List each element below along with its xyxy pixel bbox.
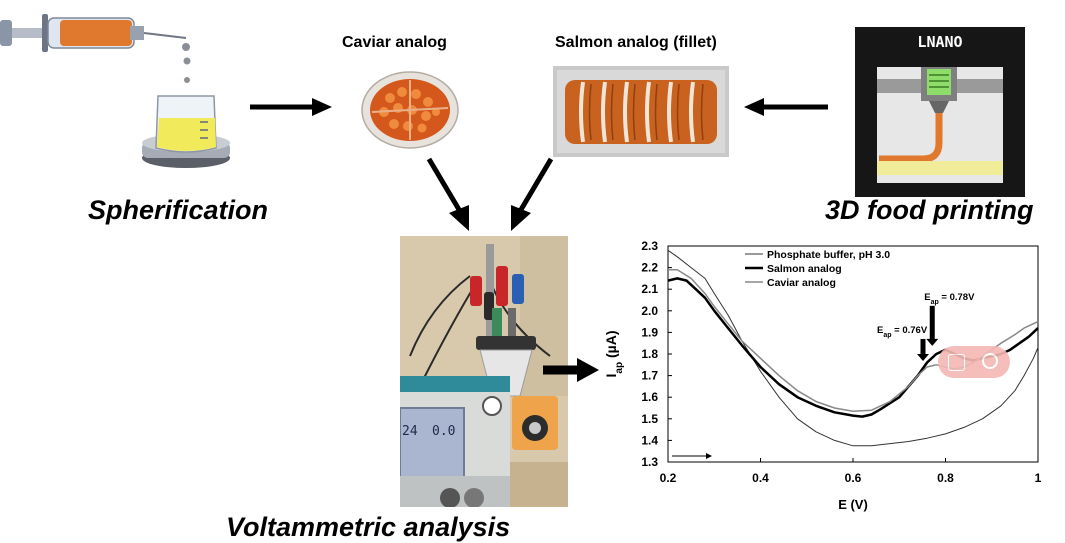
y-tick-label: 1.6 (641, 390, 658, 404)
voltammogram-chart: 0.2 0.4 0.6 0.8 1 1.3 1.4 1.5 1.6 1.7 1.8 1.9 2.0 2.1… (603, 239, 1042, 512)
syringe-icon (0, 14, 187, 52)
salmon-label: Salmon analog (fillet) (555, 34, 717, 51)
x-tick-label: 0.4 (752, 471, 769, 485)
peak-arrow (920, 338, 926, 355)
arrow-down-right-icon (426, 157, 469, 231)
x-tick-label: 0.8 (937, 471, 954, 485)
arrow-left-icon (744, 98, 828, 116)
3d-food-printing-label: 3D food printing (825, 195, 1034, 225)
caviar-label: Caviar analog (342, 34, 447, 51)
y-tick-label: 1.9 (641, 325, 658, 339)
voltammetric-analysis-label: Voltammetric analysis (226, 512, 511, 542)
droplets (182, 43, 191, 83)
y-tick-label: 2.1 (641, 282, 658, 296)
y-tick-label: 2.3 (641, 239, 658, 253)
x-axis-label: E (V) (838, 497, 868, 512)
legend-label: Phosphate buffer, pH 3.0 (767, 249, 890, 261)
x-tick-label: 1 (1035, 471, 1042, 485)
printer-brand: LNANO (917, 33, 963, 51)
scan-direction-arrowhead (706, 453, 712, 459)
x-tick-label: 0.6 (845, 471, 862, 485)
ai-tool-icon[interactable] (948, 354, 965, 371)
peak-arrow (929, 305, 935, 340)
y-tick-label: 1.5 (641, 412, 658, 426)
beaker-icon (142, 95, 230, 168)
y-axis-label: Iap (µA) (603, 331, 625, 378)
spherification-label: Spherification (88, 195, 269, 225)
y-tick-label: 2.2 (641, 261, 658, 275)
display-readout-left: 24 (402, 424, 418, 439)
y-tick-label: 1.7 (641, 369, 658, 383)
search-icon[interactable] (982, 353, 998, 369)
peak-annotation: Eap = 0.78V (924, 292, 975, 306)
arrow-down-left-icon (511, 157, 554, 231)
peak-arrowhead (917, 353, 929, 361)
series-line-0 (667, 249, 1039, 447)
syringe-beaker-illustration (0, 14, 230, 168)
y-tick-label: 1.4 (641, 433, 658, 447)
y-tick-label: 1.3 (641, 455, 658, 469)
y-tick-label: 1.8 (641, 347, 658, 361)
salmon-fillet-photo (553, 66, 729, 157)
x-tick-label: 0.2 (660, 471, 677, 485)
image-tool-overlay[interactable] (938, 346, 1010, 378)
series-line-2 (668, 269, 1039, 412)
peak-arrowhead (926, 338, 939, 346)
arrow-right-icon (250, 98, 332, 116)
3d-printer-illustration (855, 27, 1025, 197)
arrow-right-icon-2 (543, 358, 599, 382)
legend-label: Caviar analog (767, 277, 836, 289)
voltammetry-setup-photo (400, 236, 568, 507)
y-tick-label: 2.0 (641, 304, 658, 318)
display-readout-right: 0.0 (432, 424, 456, 439)
legend-label: Salmon analog (767, 263, 842, 275)
peak-annotation: Eap = 0.76V (877, 325, 928, 339)
caviar-dish-photo (361, 71, 459, 149)
